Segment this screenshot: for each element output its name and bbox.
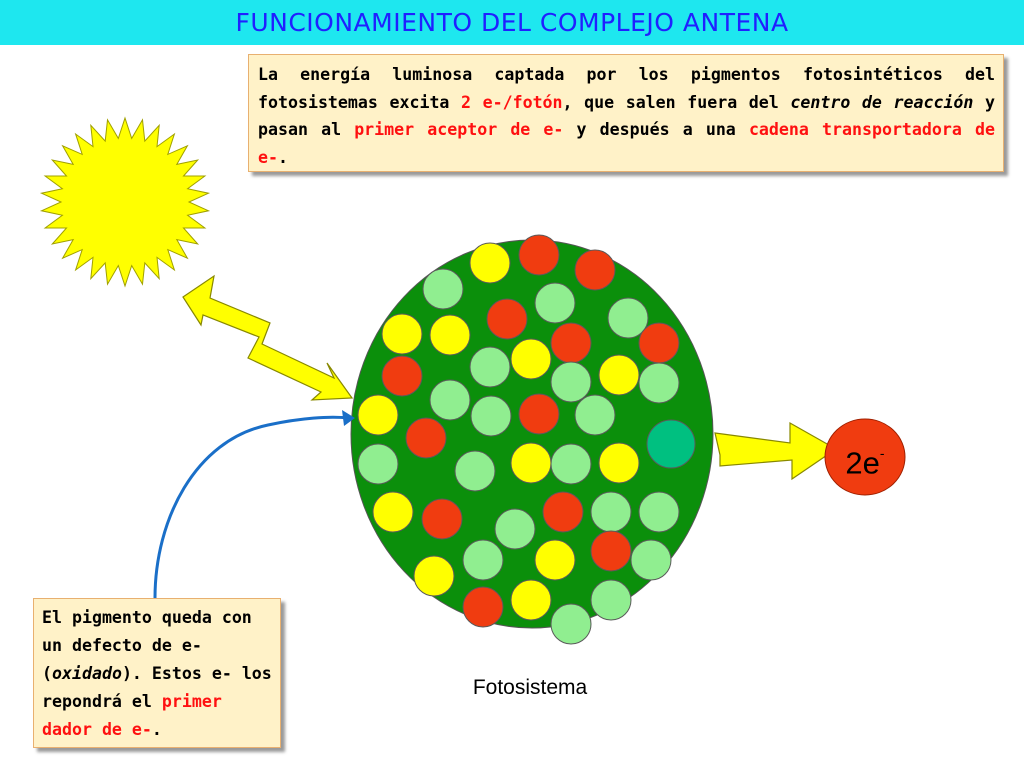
note-text: El pigmento queda con un defecto de e- ( bbox=[42, 608, 252, 683]
pigment-molecule bbox=[381, 313, 423, 355]
explanation-note: La energía luminosa captada por los pigm… bbox=[248, 54, 1004, 172]
pigment-molecule bbox=[429, 314, 471, 356]
pigment-molecule bbox=[454, 450, 496, 492]
note-text: . bbox=[151, 720, 162, 739]
reaction-center-term: centro de reacción bbox=[790, 92, 974, 112]
note-text: . bbox=[277, 147, 288, 167]
pigment-molecule bbox=[518, 234, 560, 276]
curved-arrow-icon bbox=[153, 415, 349, 599]
note-text: y después a una bbox=[563, 120, 749, 139]
pigment-group bbox=[357, 234, 696, 645]
sun-icon bbox=[39, 116, 211, 288]
pigment-molecule bbox=[590, 491, 632, 533]
first-donor-term: primer dador de e- bbox=[42, 692, 222, 739]
pigment-molecule bbox=[550, 322, 592, 364]
pigment-molecule bbox=[413, 555, 455, 597]
pigment-molecule bbox=[638, 362, 680, 404]
pigment-molecule bbox=[607, 297, 649, 339]
electron-label: 2e- bbox=[826, 437, 904, 483]
oxidized-term: oxidado bbox=[52, 664, 122, 683]
electron-charge: - bbox=[879, 445, 885, 461]
pigment-molecule bbox=[372, 491, 414, 533]
pigment-molecule bbox=[574, 249, 616, 291]
pigment-molecule bbox=[421, 498, 463, 540]
pigment-molecule bbox=[534, 539, 576, 581]
pigment-molecule bbox=[590, 579, 632, 621]
pigment-molecule bbox=[462, 539, 504, 581]
pigment-molecule bbox=[469, 346, 511, 388]
pigment-molecule bbox=[550, 603, 592, 645]
pigment-molecule bbox=[598, 442, 640, 484]
pigment-molecule bbox=[405, 417, 447, 459]
oxidized-pigment-note: El pigmento queda con un defecto de e- (… bbox=[33, 598, 281, 748]
pigment-molecule bbox=[550, 361, 592, 403]
pigment-molecule bbox=[510, 442, 552, 484]
note-text: y pasan al bbox=[258, 92, 996, 140]
pigment-molecule bbox=[518, 393, 560, 435]
lightning-arrow-icon bbox=[182, 274, 354, 401]
pigment-molecule bbox=[357, 394, 399, 436]
curved-arrow-head-icon bbox=[342, 410, 355, 426]
pigment-molecule bbox=[486, 298, 528, 340]
pigment-molecule bbox=[598, 354, 640, 396]
pigment-molecule bbox=[630, 539, 672, 581]
pigment-molecule bbox=[469, 242, 511, 284]
pigment-molecule bbox=[510, 579, 552, 621]
pigment-molecule bbox=[429, 379, 471, 421]
pigment-molecule bbox=[534, 282, 576, 324]
note-text: ). Estos e- los repondrá el bbox=[42, 664, 272, 711]
electron-base: 2e bbox=[845, 445, 880, 481]
pigment-molecule bbox=[638, 322, 680, 364]
pigment-molecule bbox=[462, 586, 504, 628]
reaction-center-pigment bbox=[646, 419, 696, 469]
pigment-molecule bbox=[422, 268, 464, 310]
note-text: La energía luminosa captada por los pigm… bbox=[258, 65, 995, 112]
pigment-molecule bbox=[510, 338, 552, 380]
pigment-molecule bbox=[542, 491, 584, 533]
pigment-molecule bbox=[574, 394, 616, 436]
pigment-molecule bbox=[494, 508, 536, 550]
right-arrow-icon bbox=[714, 421, 838, 481]
title-bar: FUNCIONAMIENTO DEL COMPLEJO ANTENA bbox=[0, 0, 1024, 45]
pigment-molecule bbox=[550, 443, 592, 485]
transport-chain-term: cadena transportadora de e- bbox=[258, 120, 995, 167]
electron-circle bbox=[824, 418, 906, 496]
first-acceptor-term: primer aceptor de e- bbox=[354, 120, 564, 139]
page-title: FUNCIONAMIENTO DEL COMPLEJO ANTENA bbox=[235, 8, 789, 37]
pigment-molecule bbox=[357, 443, 399, 485]
pigment-molecule bbox=[590, 530, 632, 572]
pigment-molecule bbox=[638, 491, 680, 533]
highlight-electrons-per-photon: 2 e-/fotón bbox=[461, 92, 563, 112]
note-text: , que salen fuera del bbox=[562, 92, 791, 112]
photosystem-label: Fotosistema bbox=[472, 676, 588, 699]
pigment-molecule bbox=[470, 395, 512, 437]
pigment-molecule bbox=[381, 355, 423, 397]
